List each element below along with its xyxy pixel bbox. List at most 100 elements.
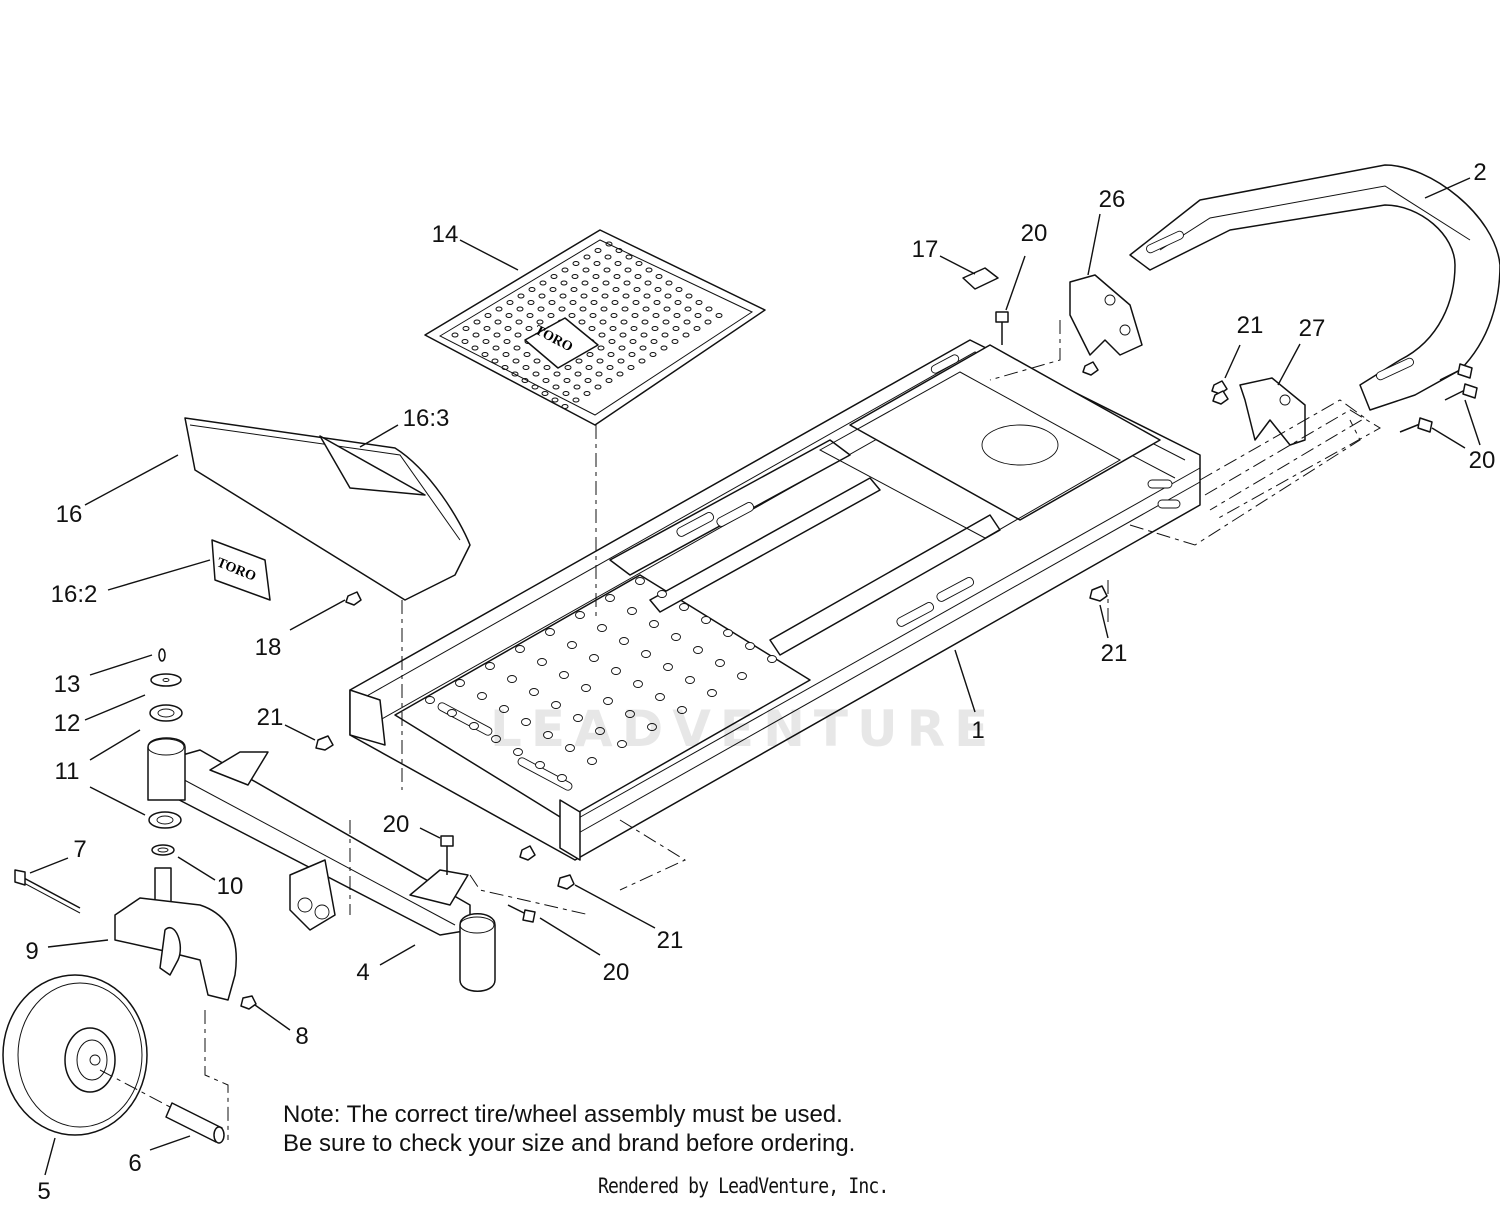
callout-c4: 4 (356, 959, 369, 986)
floor-dimple (543, 731, 553, 739)
callout-c16_3: 16:3 (403, 405, 450, 432)
floor-dimple (655, 693, 665, 701)
mat-texture (621, 306, 629, 312)
mat-texture (614, 261, 622, 266)
mat-texture (645, 267, 653, 273)
mat-texture (651, 326, 659, 331)
mat-texture (539, 280, 547, 286)
mat-texture (671, 339, 679, 344)
mat-texture (505, 313, 513, 318)
mat-texture (579, 306, 587, 312)
mat-texture (559, 293, 567, 299)
mat-texture (589, 313, 597, 318)
mat-texture (612, 287, 620, 292)
mat-texture (661, 332, 669, 338)
mat-texture (616, 371, 624, 377)
mat-texture (583, 391, 591, 396)
floor-dimple (679, 603, 689, 611)
mat-texture (598, 332, 606, 338)
mat-texture (461, 339, 469, 344)
callout-c10: 10 (217, 873, 244, 900)
floor-dimple (685, 676, 695, 684)
mat-texture (605, 378, 613, 383)
mat-texture (602, 280, 610, 286)
mat-texture (573, 384, 581, 390)
floor-dimple (627, 607, 637, 615)
callout-c12: 12 (54, 710, 81, 737)
mat-texture (605, 241, 613, 247)
floor-dimple (425, 696, 435, 704)
caster-wheel (2, 974, 148, 1136)
floor-dimple (573, 714, 583, 722)
mat-texture (564, 365, 572, 370)
mat-texture (522, 365, 530, 370)
callout-c20b: 20 (1469, 447, 1496, 474)
floor-dimple (745, 642, 755, 650)
mat-texture (639, 345, 647, 351)
mat-texture (537, 306, 545, 312)
mat-texture (495, 306, 503, 312)
callout-c7: 7 (73, 836, 86, 863)
mat-texture (590, 300, 598, 305)
floor-dimple (515, 645, 525, 653)
footnote-line-1: Note: The correct tire/wheel assembly mu… (283, 1101, 843, 1128)
callout-c21b: 21 (1101, 640, 1128, 667)
mat-texture (550, 274, 558, 279)
mat-texture (597, 345, 605, 351)
floor-dimple (767, 655, 777, 663)
floor-dimple (565, 744, 575, 752)
mat-texture (484, 313, 492, 318)
mat-texture (624, 267, 632, 273)
callout-c18: 18 (255, 634, 282, 661)
mat-texture (501, 365, 509, 370)
floor-dimple (707, 689, 717, 697)
bracket-27 (1239, 377, 1306, 446)
spacer-6 (165, 1102, 225, 1144)
floor-dimple (545, 628, 555, 636)
mat-texture (715, 313, 723, 318)
mat-texture (672, 326, 680, 331)
mat-texture (593, 261, 601, 266)
mat-texture (482, 339, 490, 344)
mat-texture (493, 332, 501, 338)
mat-texture (575, 358, 583, 364)
floor-dimple (537, 658, 547, 666)
floor-dimple (567, 641, 577, 649)
mat-texture (610, 313, 618, 318)
mat-texture (572, 397, 580, 403)
callout-labels: 1245678910111213141616:216:3171820202020… (25, 159, 1495, 1205)
mat-texture (558, 306, 566, 312)
mat-texture (572, 261, 580, 266)
mat-texture (549, 287, 557, 292)
floor-mat: TORO (424, 229, 766, 426)
mat-texture (603, 267, 611, 273)
mat-texture (673, 313, 681, 318)
mat-texture (644, 280, 652, 286)
mat-texture (584, 378, 592, 383)
mat-texture (653, 300, 661, 305)
floor-dimple (603, 697, 613, 705)
mat-texture (629, 339, 637, 344)
mat-texture (596, 358, 604, 364)
bracket-26 (1069, 274, 1143, 356)
callout-c8: 8 (295, 1023, 308, 1050)
mat-texture (588, 326, 596, 331)
floor-dimple (507, 675, 517, 683)
mat-texture (462, 326, 470, 331)
mat-texture (617, 358, 625, 364)
mat-texture (652, 313, 660, 318)
mat-texture (581, 280, 589, 286)
callout-c16_2: 16:2 (51, 581, 98, 608)
mat-texture (506, 300, 514, 305)
mat-texture (473, 319, 481, 325)
callout-c27: 27 (1299, 315, 1326, 342)
mat-texture (541, 391, 549, 396)
mat-texture (583, 254, 591, 260)
floor-dimple (647, 723, 657, 731)
mat-texture (600, 306, 608, 312)
mat-texture (504, 326, 512, 331)
mat-texture (595, 371, 603, 377)
mat-texture (525, 326, 533, 331)
floor-dimple (513, 748, 523, 756)
hardware (315, 311, 1478, 923)
